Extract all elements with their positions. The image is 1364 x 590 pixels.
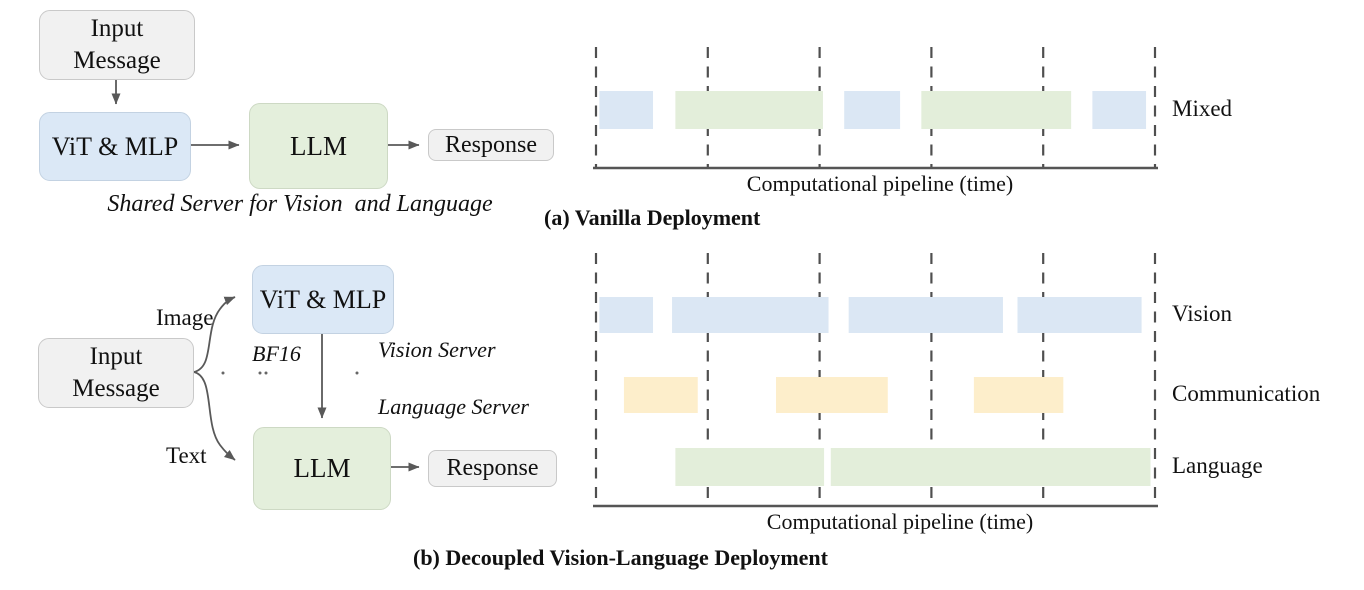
timeline-block-language (921, 91, 1072, 129)
vit-mlp-box-a: ViT & MLP (39, 112, 191, 181)
flow-b-arrows (193, 296, 420, 472)
response-box-a: Response (428, 129, 554, 161)
caption-b: (b) Decoupled Vision-Language Deployment (413, 545, 828, 570)
image-edge-label: Image (156, 305, 214, 330)
input-message-box-b: Input Message (38, 338, 194, 408)
timeline-block-vision (672, 297, 829, 333)
timeline-block-communication (623, 377, 698, 413)
timeline-block-language (675, 91, 823, 129)
vision-server-label: Vision Server (378, 337, 496, 362)
axis-label-b: Computational pipeline (time) (766, 509, 1034, 534)
input-message-box-a: Input Message (39, 10, 195, 80)
timeline-block-vision (599, 297, 654, 333)
arrow-text-branch (193, 371, 236, 461)
timeline-row-label: Communication (1172, 381, 1321, 406)
server-divider-dots (221, 371, 359, 375)
llm-box-b: LLM (253, 427, 391, 510)
vit-mlp-box-b: ViT & MLP (252, 265, 394, 334)
axis-label-a: Computational pipeline (time) (746, 171, 1014, 196)
timeline-block-vision (1092, 91, 1147, 129)
language-server-label: Language Server (378, 394, 529, 419)
timeline-block-vision (848, 297, 1003, 333)
timeline-block-language (830, 448, 1151, 486)
bf16-label: BF16 (252, 341, 301, 366)
timeline-block-vision (844, 91, 901, 129)
timeline-block-vision (1017, 297, 1142, 333)
text-edge-label: Text (166, 443, 207, 468)
shared-server-caption: Shared Server for Vision and Language (107, 191, 493, 217)
timeline-block-communication (775, 377, 888, 413)
response-box-b: Response (428, 450, 557, 487)
timeline-row-label: Vision (1172, 301, 1232, 326)
timeline-row-label: Mixed (1172, 96, 1233, 121)
timeline-block-communication (973, 377, 1064, 413)
arrow-image-branch (193, 296, 236, 373)
llm-box-a: LLM (249, 103, 388, 189)
caption-a: (a) Vanilla Deployment (544, 205, 761, 230)
timeline-row-label: Language (1172, 453, 1263, 478)
timeline-block-vision (599, 91, 654, 129)
timeline-block-language (675, 448, 825, 486)
flow-a-arrows (111, 78, 420, 150)
